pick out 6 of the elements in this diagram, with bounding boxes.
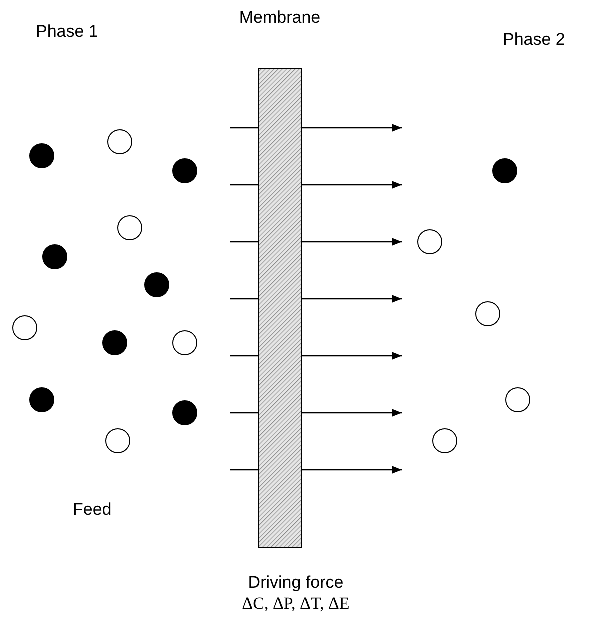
membrane-label: Membrane [239, 8, 321, 28]
driving-force-label: Driving force [248, 573, 344, 593]
phase-label: Phase 1 [36, 22, 98, 42]
feed-label: Feed [73, 500, 112, 520]
driving-force-terms: ΔC, ΔP, ΔT, ΔE [242, 594, 350, 614]
phase-label: Phase 2 [503, 30, 566, 50]
